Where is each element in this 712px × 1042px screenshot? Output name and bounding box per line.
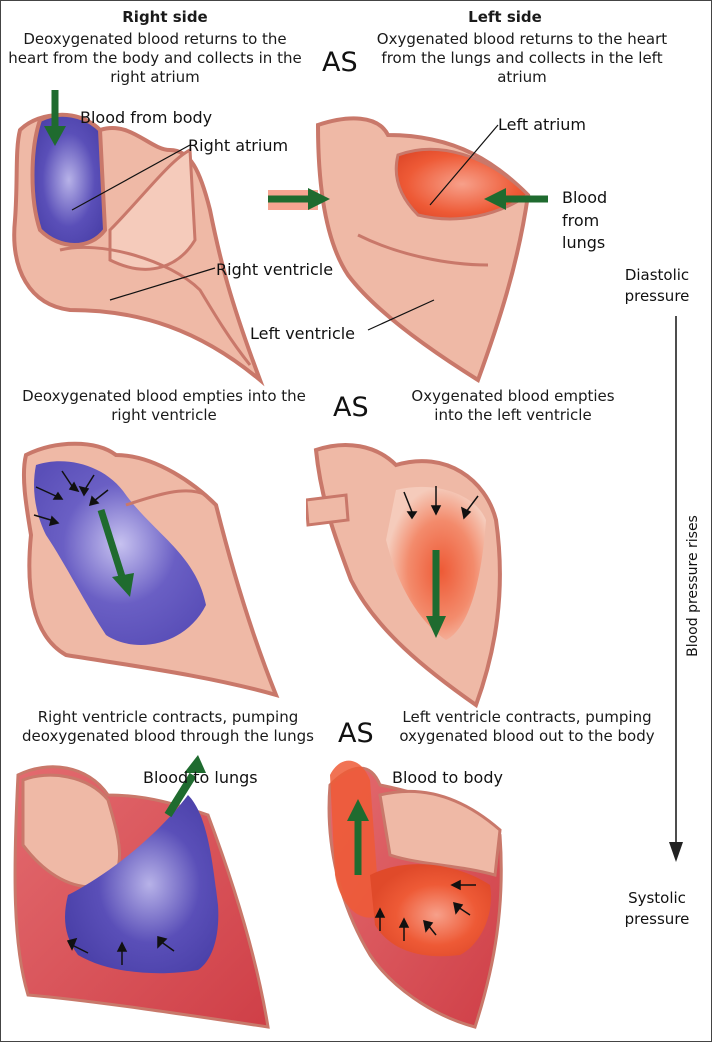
left-side-header: Left side [400,8,610,27]
row2-left-heart [306,440,526,710]
label-blood-to-lungs: Blood to lungs [143,768,258,788]
systolic-label-1: Systolic [612,888,702,908]
label-blood-from-lungs-2: from [562,211,599,231]
diastolic-label-2: pressure [612,286,702,306]
label-blood-from-lungs-1: Blood [562,188,607,208]
row1-right-heart [0,90,300,390]
systolic-label-2: pressure [612,909,702,929]
row3-left-description: Left ventricle contracts, pumping oxygen… [382,708,672,746]
row2-right-heart [6,435,306,705]
diastolic-label-1: Diastolic [612,265,702,285]
as-label-row2: AS [333,392,369,423]
blood-pressure-rises-label: Blood pressure rises [685,511,701,661]
row1-right-description: Deoxygenated blood returns to the heart … [4,30,306,87]
label-left-atrium: Left atrium [498,115,586,135]
row3-left-heart [300,755,540,1035]
label-blood-from-body: Blood from body [80,108,212,128]
right-side-header: Right side [60,8,270,27]
label-blood-from-lungs-3: lungs [562,233,605,253]
row2-right-description: Deoxygenated blood empties into the righ… [4,387,324,425]
row2-left-description: Oxygenated blood empties into the left v… [398,387,628,425]
row3-right-heart [8,755,308,1035]
pressure-arrow [666,310,686,870]
row1-left-description: Oxygenated blood returns to the heart fr… [374,30,670,87]
label-blood-to-body: Blood to body [392,768,503,788]
label-left-ventricle: Left ventricle [250,324,355,344]
as-label-row1: AS [322,47,358,78]
row3-right-description: Right ventricle contracts, pumping deoxy… [4,708,332,746]
as-label-row3: AS [338,718,374,749]
